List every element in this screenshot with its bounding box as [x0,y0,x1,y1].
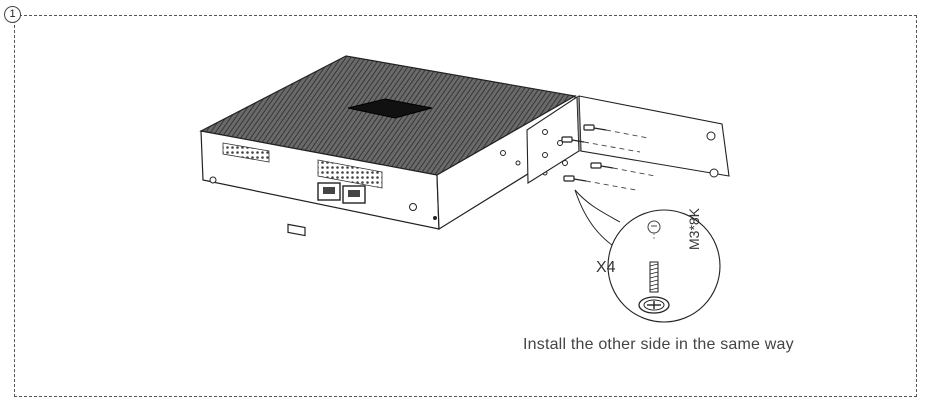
front-screw-right [409,203,417,211]
front-screw-left [209,176,217,184]
mounting-bracket [526,95,730,184]
screw-quantity-label: X4 [596,259,616,276]
hdmi-port [287,223,306,237]
device-chassis [199,55,577,237]
screw-detail [638,220,670,314]
front-vent-right [317,159,383,189]
ethernet-port-2 [342,185,366,204]
screw-1 [583,124,607,131]
caption-text: Install the other side in the same way [523,336,794,353]
screw-3 [590,162,614,169]
bracket-screws [561,124,614,182]
screw-4 [563,175,587,182]
side-screw-upper [500,150,506,156]
screw-callout [574,189,721,323]
front-screw-corner [433,216,437,220]
screw-spec-label: M3*8K [686,207,702,250]
screw-2 [561,136,585,143]
ethernet-port-1 [317,182,341,201]
step-number-badge: 1 [4,6,21,23]
side-screw-lower [515,160,521,166]
front-vent-left [222,142,270,163]
step-frame [14,15,917,397]
alignment-lines [583,129,656,191]
device-logo-plate [347,98,433,119]
